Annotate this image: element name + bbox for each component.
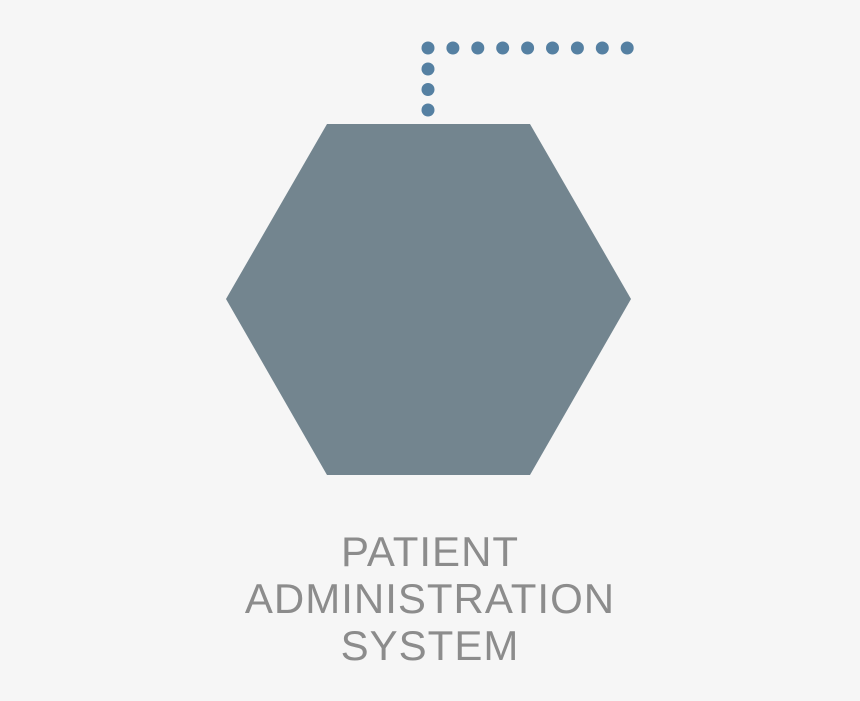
- connector-dot-horizontal: [546, 41, 559, 55]
- connector-dot-horizontal: [471, 41, 485, 55]
- connector-dot-vertical: [421, 103, 435, 117]
- node-label-line-2: ADMINISTRATION: [244, 575, 616, 622]
- node-label: PATIENT ADMINISTRATION SYSTEM: [0, 528, 860, 669]
- connector-dot-horizontal: [620, 41, 634, 55]
- patient-administration-system-node: [226, 124, 631, 475]
- connector-dot-horizontal: [595, 41, 609, 55]
- connector-dot-vertical: [421, 62, 435, 76]
- node-label-line-1: PATIENT: [340, 528, 520, 575]
- connector-dot-horizontal: [421, 41, 435, 55]
- connector-dot-vertical: [421, 83, 435, 96]
- connector-dot-horizontal: [496, 41, 510, 55]
- connector-dot-horizontal: [570, 41, 584, 55]
- node-label-line-3: SYSTEM: [340, 622, 520, 669]
- connector-dot-horizontal: [446, 41, 460, 55]
- dotted-connector: [421, 41, 634, 117]
- connector-dot-horizontal: [521, 41, 535, 55]
